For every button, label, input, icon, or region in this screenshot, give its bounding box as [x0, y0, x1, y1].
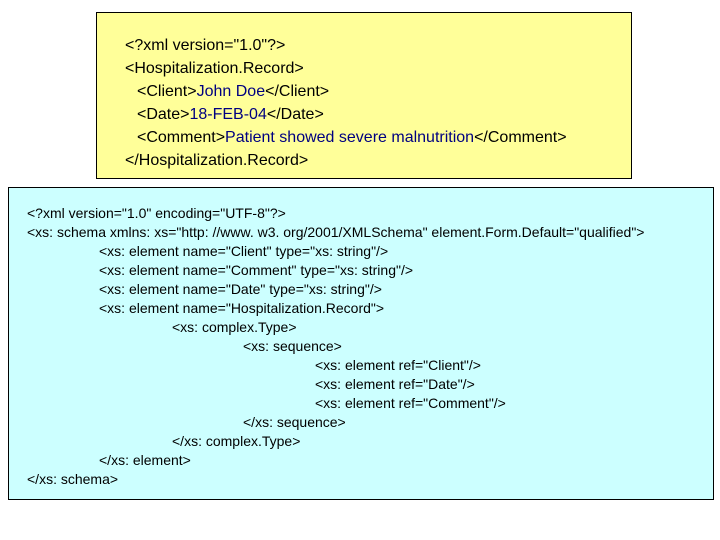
schema-line: <xs: element name="Client" type="xs: str…	[99, 243, 389, 259]
schema-line: </xs: sequence>	[243, 414, 346, 430]
date-open-tag: <Date>	[137, 106, 190, 123]
schema-line: <xs: complex.Type>	[172, 319, 297, 335]
date-value: 18-FEB-04	[189, 106, 267, 123]
client-value: John Doe	[196, 83, 266, 100]
comment-close-tag: </Comment>	[474, 129, 567, 146]
schema-line: <xs: element name="Comment" type="xs: st…	[99, 262, 414, 278]
schema-line: </xs: complex.Type>	[172, 433, 301, 449]
comment-element: <Comment>Patient showed severe malnutrit…	[137, 128, 567, 147]
xml-declaration: <?xml version="1.0"?>	[125, 37, 286, 54]
comment-open-tag: <Comment>	[137, 129, 226, 146]
date-close-tag: </Date>	[266, 106, 324, 123]
xml-instance-panel: <?xml version="1.0"?> <Hospitalization.R…	[96, 12, 632, 179]
date-element: <Date>18-FEB-04</Date>	[137, 105, 324, 124]
schema-line: <xs: sequence>	[243, 338, 342, 354]
schema-line: </xs: element>	[99, 452, 191, 468]
xml-schema-panel: <?xml version="1.0" encoding="UTF-8"?> <…	[8, 187, 714, 500]
schema-line: <xs: element ref="Comment"/>	[315, 395, 506, 411]
schema-line: </xs: schema>	[27, 471, 119, 487]
schema-line: <?xml version="1.0" encoding="UTF-8"?>	[27, 205, 286, 221]
schema-line: <xs: element ref="Date"/>	[315, 376, 475, 392]
root-open-tag: <Hospitalization.Record>	[125, 60, 304, 77]
client-open-tag: <Client>	[137, 83, 197, 100]
client-close-tag: </Client>	[265, 83, 330, 100]
schema-line: <xs: element ref="Client"/>	[315, 357, 481, 373]
schema-line: <xs: element name="Hospitalization.Recor…	[99, 300, 385, 316]
comment-value: Patient showed severe malnutrition	[225, 129, 475, 146]
root-close-tag: </Hospitalization.Record>	[125, 152, 309, 169]
schema-line: <xs: schema xmlns: xs="http: //www. w3. …	[27, 224, 645, 240]
client-element: <Client>John Doe</Client>	[137, 82, 329, 101]
schema-line: <xs: element name="Date" type="xs: strin…	[99, 281, 382, 297]
